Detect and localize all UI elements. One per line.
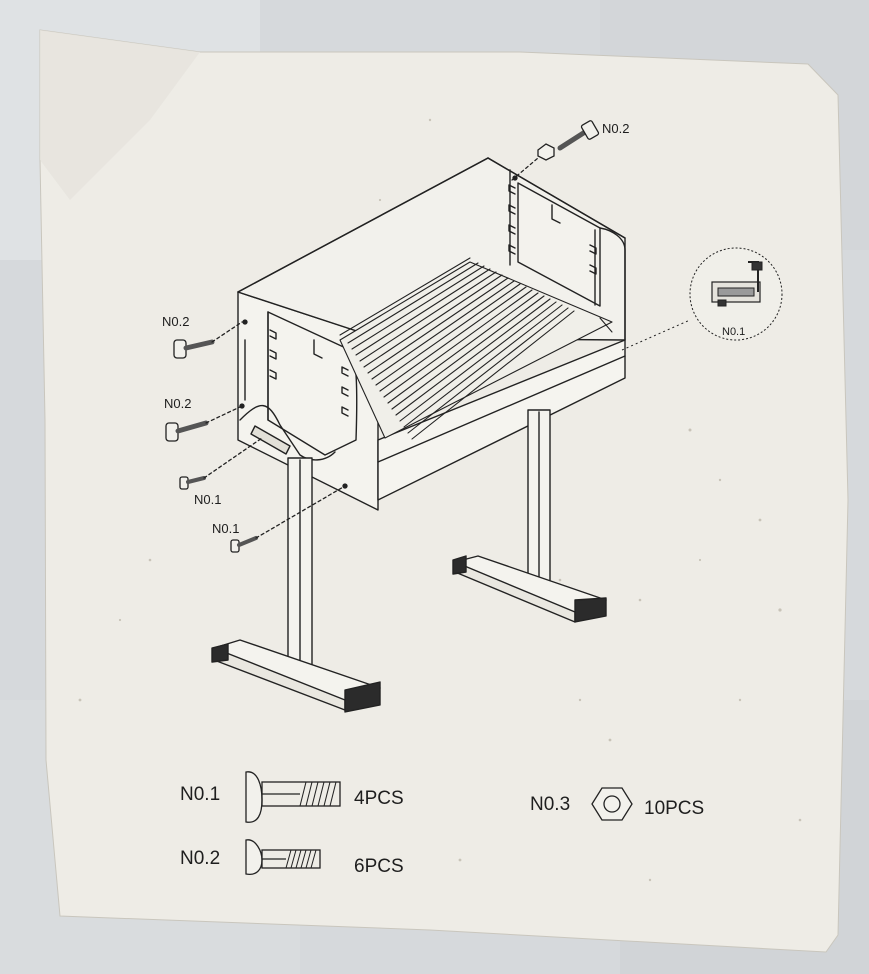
part-n02-bolt-icon [245,839,321,876]
paper-fold [40,30,200,200]
part-id: N0.3 [530,794,570,815]
bottom-bolt [230,485,346,553]
parts-list: N0.1 4PCS N0.2 6PCS N0.3 10PCS [180,784,704,877]
callout-top-right: N0.2 [602,121,629,136]
left-lower-bolt [179,437,263,490]
part-qty: 4PCS [354,788,404,809]
bolt-head-icon [580,120,600,140]
part-qty: 10PCS [644,798,704,819]
nut-icon [537,143,555,161]
right-leg [452,409,607,623]
grill-rack [339,257,613,440]
right-end-panel [517,182,601,307]
callout-left-lower: N0.1 [194,492,221,507]
part-n03-nut-icon [591,787,633,821]
part-id: N0.2 [180,848,220,869]
paper-sheet [39,29,849,953]
detail-circle [621,247,783,351]
callout-labels: N0.2 N0.2 N0.2 N0.1 N0.1 N0.1 [162,121,745,536]
handle [239,404,336,461]
callout-detail: N0.1 [722,326,745,338]
top-right-bolt-assembly [511,120,600,181]
left-leg [211,457,381,713]
part-n01-bolt-icon [245,771,341,823]
front-panel [377,339,626,501]
left-upper-bolt [173,321,243,359]
part-qty: 6PCS [354,856,404,877]
callout-bottom: N0.1 [212,521,239,536]
callout-left-upper: N0.2 [162,314,189,329]
left-middle-bolt [165,405,243,442]
callout-left-middle: N0.2 [164,396,191,411]
part-id: N0.1 [180,784,220,805]
